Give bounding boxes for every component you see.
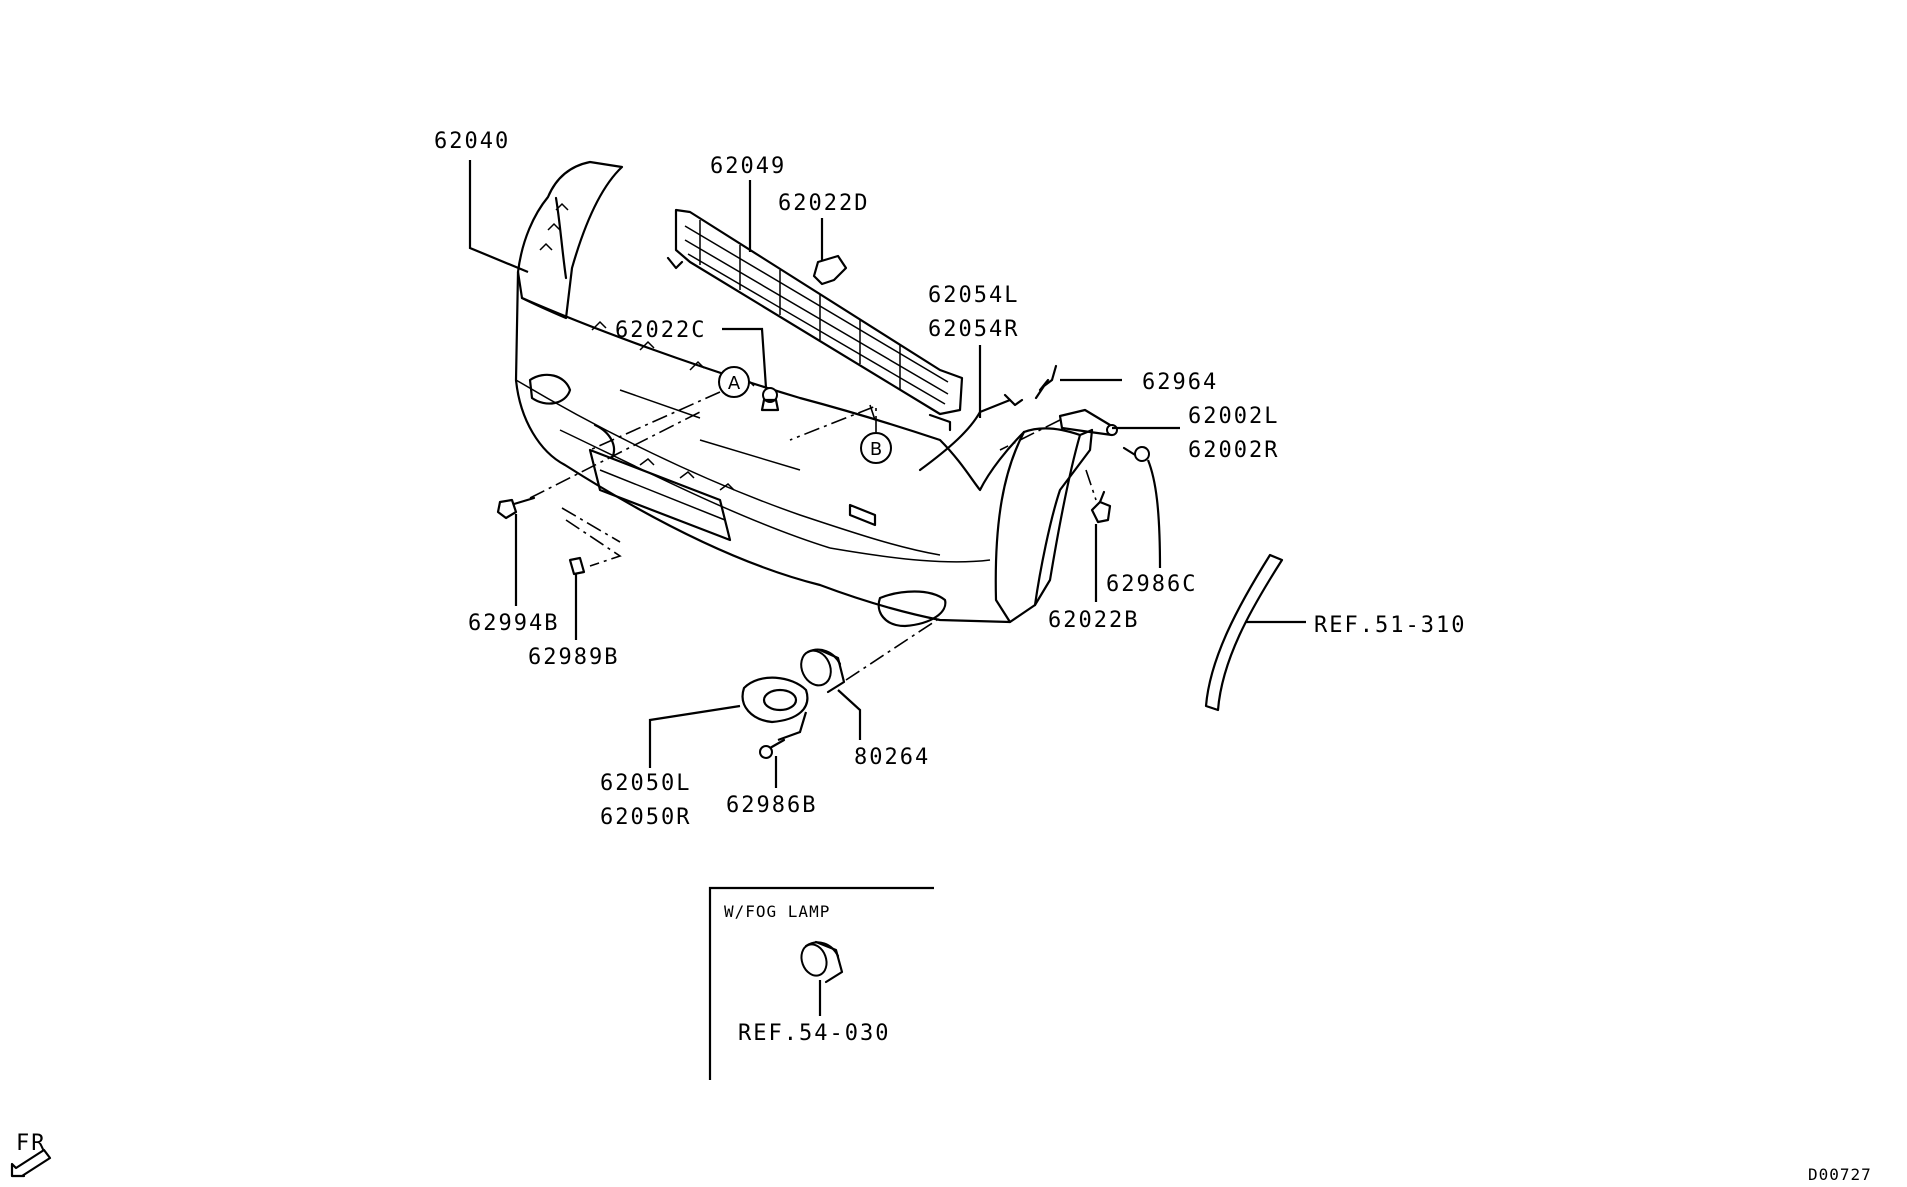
label-80264: 80264 (854, 745, 930, 770)
guide-lines (529, 404, 1097, 681)
diagram-code: D00727 (1808, 1165, 1872, 1184)
screw-62986b (759, 738, 786, 759)
callout-b: B (789, 404, 892, 464)
part-labels: 62040 62049 62022D 62054L 62054R 62022C … (434, 129, 1466, 830)
spoiler-62054 (918, 393, 1024, 472)
label-62994b: 62994B (468, 611, 559, 636)
inset-title: W/FOG LAMP (724, 902, 830, 921)
label-62022d: 62022D (778, 191, 869, 216)
label-ref-51-310: REF.51-310 (1314, 613, 1466, 638)
label-62022b: 62022B (1048, 608, 1139, 633)
leader-lines (468, 160, 1306, 788)
callout-b-letter: B (870, 439, 882, 460)
label-62054r: 62054R (928, 317, 1019, 342)
label-62050r: 62050R (600, 805, 691, 830)
label-62040: 62040 (434, 129, 510, 154)
bolt-62994b (496, 496, 536, 520)
bumper-cover (514, 160, 1094, 628)
front-arrow-icon (10, 1148, 52, 1178)
screw-62986c (1122, 446, 1150, 462)
label-62050l: 62050L (600, 771, 691, 796)
fog-bezel-62050 (741, 676, 809, 724)
nut-62989b (568, 556, 586, 576)
bolt-62964 (1034, 364, 1058, 400)
label-62986b: 62986B (726, 793, 817, 818)
clip-62022c (760, 387, 780, 412)
label-62989b: 62989B (528, 645, 619, 670)
label-62964: 62964 (1142, 370, 1218, 395)
callout-a: A (589, 366, 750, 451)
inset-fog-lamp (800, 940, 844, 984)
clip-62022d (812, 254, 848, 286)
callout-a-letter: A (728, 373, 741, 394)
label-62054l: 62054L (928, 283, 1019, 308)
label-62002l: 62002L (1188, 404, 1279, 429)
label-ref-54-030: REF.54-030 (738, 1021, 890, 1046)
clip-62022b (1090, 490, 1112, 524)
grille (666, 208, 964, 432)
ref-51-310-strip (1204, 553, 1284, 712)
label-62022c: 62022C (615, 318, 706, 343)
fog-lamp-80264 (800, 648, 846, 694)
label-62986c: 62986C (1106, 572, 1197, 597)
fog-lamp-inset: W/FOG LAMP REF.54-030 (708, 886, 934, 1080)
label-62002r: 62002R (1188, 438, 1279, 463)
front-direction-indicator: FR (10, 1131, 52, 1178)
label-62049: 62049 (710, 154, 786, 179)
